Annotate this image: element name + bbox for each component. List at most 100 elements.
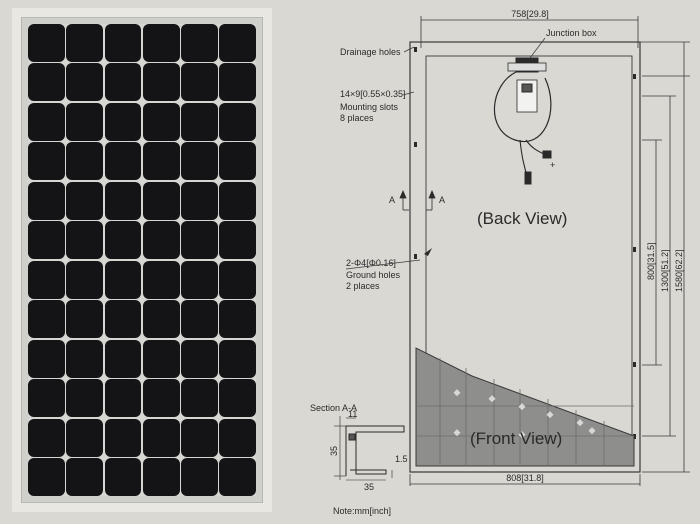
solar-cell bbox=[28, 300, 65, 339]
section-aa-title: Section A-A bbox=[310, 403, 357, 413]
solar-cell bbox=[28, 221, 65, 260]
vertical-dimensions bbox=[640, 41, 690, 473]
solar-cell bbox=[104, 339, 142, 378]
solar-cell bbox=[219, 181, 256, 220]
solar-cell bbox=[181, 63, 218, 102]
section-marker-right: A bbox=[439, 195, 445, 205]
drainage-holes-label: Drainage holes bbox=[340, 47, 401, 57]
width-bottom-label: 808[31.8] bbox=[506, 473, 544, 483]
solar-cell bbox=[142, 339, 180, 378]
solar-cell bbox=[28, 418, 65, 457]
solar-cell bbox=[66, 260, 103, 299]
solar-cell bbox=[28, 24, 65, 62]
width-top-dimension bbox=[420, 16, 639, 48]
solar-cell bbox=[142, 300, 180, 339]
solar-cell bbox=[181, 379, 218, 418]
back-view-label: (Back View) bbox=[477, 209, 567, 228]
solar-cell bbox=[66, 379, 103, 418]
solar-cell bbox=[104, 221, 142, 260]
solar-cell bbox=[66, 221, 103, 260]
front-view-label: (Front View) bbox=[470, 429, 562, 448]
solar-cell bbox=[219, 142, 256, 181]
front-view-cutaway bbox=[415, 347, 635, 467]
solar-cell bbox=[142, 418, 180, 457]
solar-cell bbox=[104, 300, 142, 339]
section-dim-35-horizontal: 35 bbox=[364, 482, 374, 492]
solar-cell bbox=[219, 221, 256, 260]
solar-cell bbox=[28, 63, 65, 102]
solar-cell bbox=[219, 418, 256, 457]
solar-cell bbox=[181, 418, 218, 457]
solar-cell bbox=[219, 24, 256, 62]
solar-cell bbox=[181, 102, 218, 141]
solar-cell bbox=[142, 24, 180, 62]
plus-terminal: + bbox=[550, 160, 555, 170]
solar-cell bbox=[181, 142, 218, 181]
solar-cell bbox=[28, 102, 65, 141]
solar-cell bbox=[219, 102, 256, 141]
mounting-slots-label: Mounting slots bbox=[340, 102, 399, 112]
solar-cell bbox=[104, 24, 142, 62]
ground-holes-label: Ground holes bbox=[346, 270, 401, 280]
solar-cell bbox=[66, 418, 103, 457]
solar-cell bbox=[104, 260, 142, 299]
solar-cell bbox=[181, 221, 218, 260]
junction-box-label: Junction box bbox=[546, 28, 597, 38]
solar-cell bbox=[28, 339, 65, 378]
dimension-1580: 1580[62.2] bbox=[674, 249, 684, 292]
solar-panel-photo bbox=[12, 8, 272, 512]
section-markers bbox=[399, 189, 436, 211]
solar-cell bbox=[142, 102, 180, 141]
solar-cell bbox=[104, 63, 142, 102]
solar-cell bbox=[28, 458, 65, 496]
section-dim-35-vertical: 35 bbox=[329, 446, 339, 456]
mounting-slots-count: 8 places bbox=[340, 113, 374, 123]
solar-cell bbox=[219, 379, 256, 418]
solar-cell bbox=[28, 181, 65, 220]
panel-frame bbox=[21, 17, 263, 503]
solar-cell bbox=[66, 339, 103, 378]
width-bottom-dimension bbox=[409, 474, 641, 486]
solar-cell bbox=[142, 379, 180, 418]
solar-cell-grid bbox=[28, 24, 256, 496]
solar-cell bbox=[28, 142, 65, 181]
solar-cell bbox=[66, 24, 103, 62]
solar-cell bbox=[142, 142, 180, 181]
solar-cell bbox=[142, 260, 180, 299]
section-marker-left: A bbox=[389, 195, 395, 205]
solar-cell bbox=[28, 260, 65, 299]
solar-cell bbox=[104, 142, 142, 181]
solar-cell bbox=[104, 379, 142, 418]
ground-holes-count: 2 places bbox=[346, 281, 380, 291]
solar-cell bbox=[142, 181, 180, 220]
section-dim-11: 11 bbox=[348, 409, 357, 419]
solar-cell bbox=[219, 339, 256, 378]
solar-cell bbox=[66, 63, 103, 102]
solar-cell bbox=[219, 260, 256, 299]
solar-cell bbox=[66, 102, 103, 141]
solar-cell bbox=[181, 181, 218, 220]
solar-cell bbox=[219, 63, 256, 102]
solar-cell bbox=[66, 181, 103, 220]
solar-cell bbox=[142, 458, 180, 496]
solar-cell bbox=[104, 458, 142, 496]
dimension-800: 800[31.5] bbox=[646, 242, 656, 280]
section-dim-15: 1.5 bbox=[395, 454, 408, 464]
solar-cell bbox=[219, 300, 256, 339]
panel-outline bbox=[409, 41, 641, 473]
solar-cell bbox=[219, 458, 256, 496]
solar-cell bbox=[181, 24, 218, 62]
solar-cell bbox=[104, 418, 142, 457]
solar-cell bbox=[181, 339, 218, 378]
solar-cell bbox=[28, 379, 65, 418]
width-top-label: 758[29.8] bbox=[511, 9, 549, 19]
section-profile bbox=[334, 416, 405, 481]
mounting-slot-size: 14×9[0.55×0.35] bbox=[340, 89, 406, 99]
solar-cell bbox=[66, 458, 103, 496]
solar-cell bbox=[181, 260, 218, 299]
solar-cell bbox=[66, 300, 103, 339]
ground-hole-size: 2-Φ4[Φ0.16] bbox=[346, 258, 396, 268]
solar-cell bbox=[104, 181, 142, 220]
units-note: Note:mm[inch] bbox=[333, 506, 391, 516]
